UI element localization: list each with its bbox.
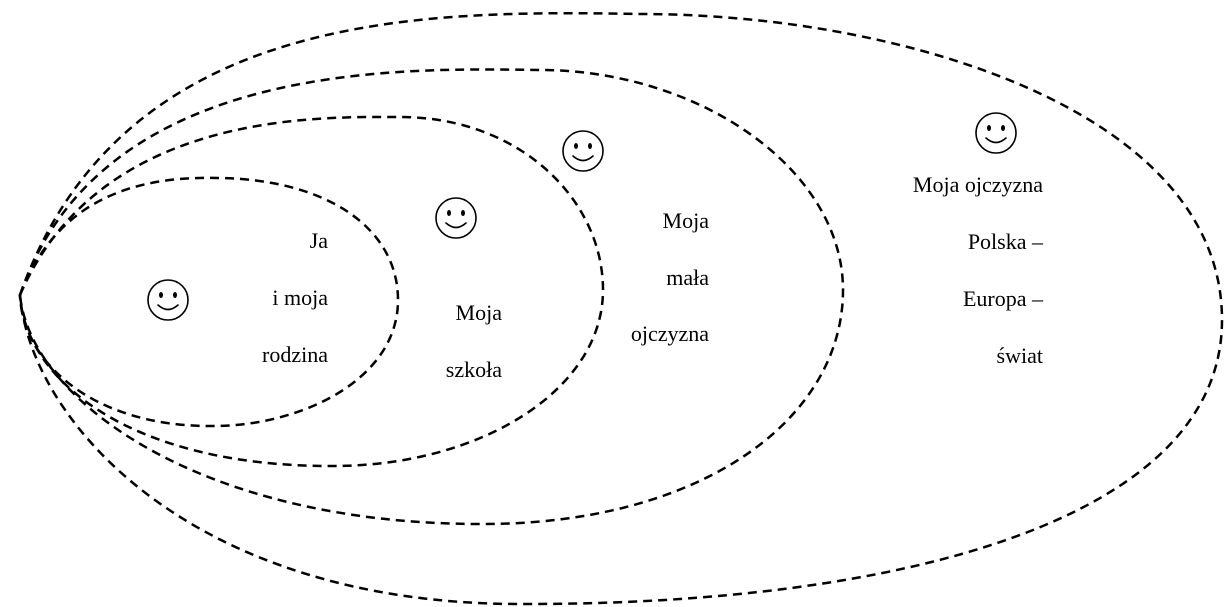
homeland-label-line: świat	[997, 343, 1043, 368]
ring-family	[18, 176, 400, 428]
smiley-icon	[975, 112, 1017, 154]
small-homeland-label-line: ojczyzna	[631, 321, 709, 346]
family-label-line: rodzina	[262, 342, 328, 367]
ring-school	[18, 115, 605, 468]
school-label-line: szkoła	[446, 357, 502, 382]
small-homeland-label-line: mała	[666, 265, 709, 290]
small-homeland-label-line: Moja	[663, 208, 710, 233]
ring-small-homeland	[18, 68, 845, 526]
smiley-icon	[562, 130, 604, 172]
homeland-label-line: Polska –	[968, 229, 1044, 254]
homeland-label-line: Moja ojczyzna	[913, 172, 1043, 197]
family-label-line: i moja	[272, 285, 328, 310]
homeland-label-line: Europa –	[963, 286, 1044, 311]
school-label-line: Moja	[456, 300, 503, 325]
ring-homeland	[18, 11, 1224, 606]
smiley-icon	[147, 279, 189, 321]
family-label-line: Ja	[310, 228, 329, 253]
smiley-icon	[435, 197, 477, 239]
